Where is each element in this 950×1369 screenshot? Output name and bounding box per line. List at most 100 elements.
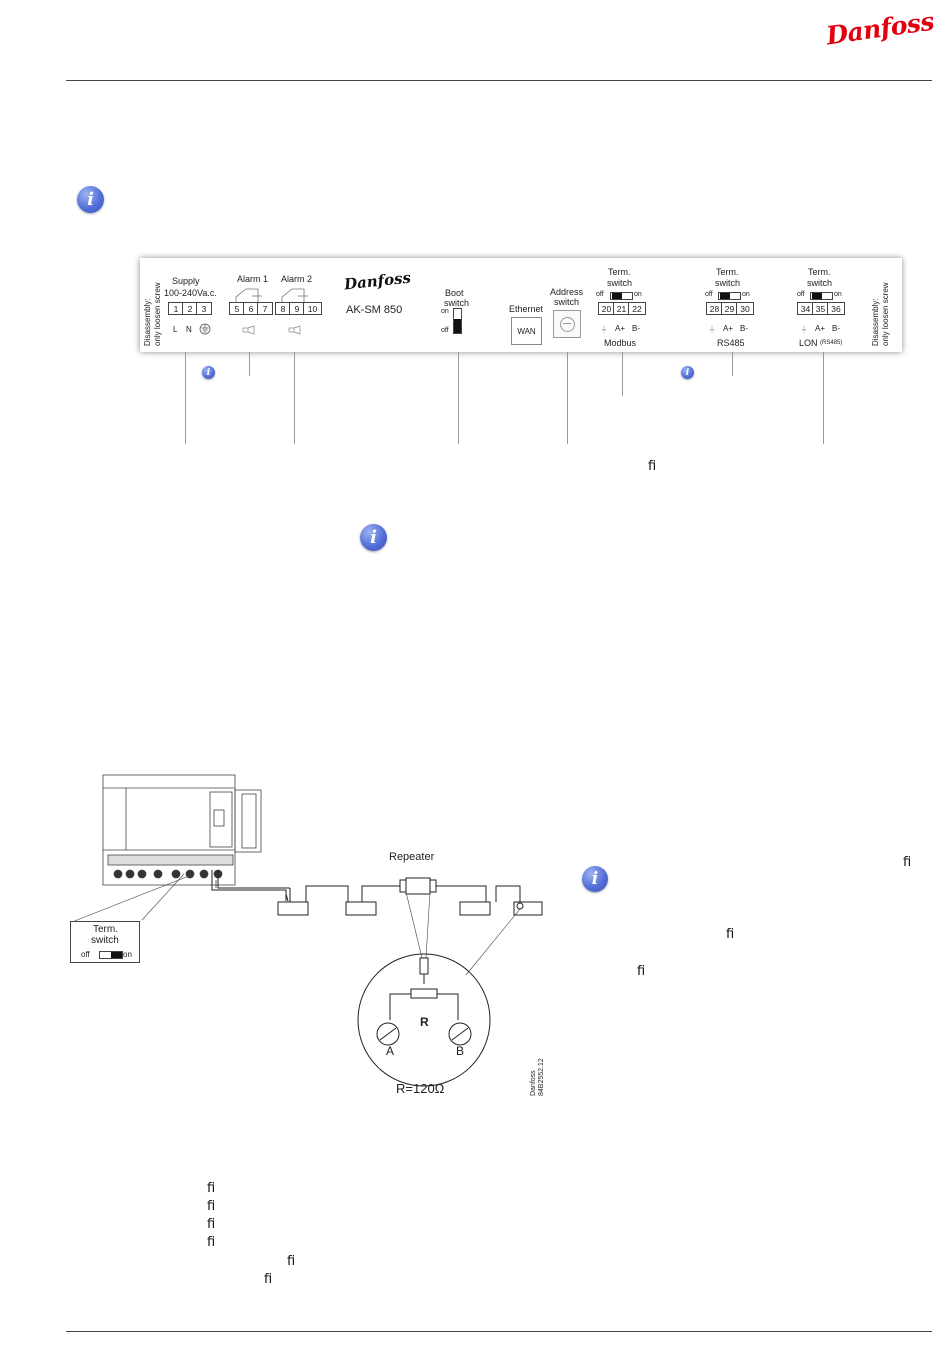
ligature-glyph: ﬁ: [287, 1254, 296, 1269]
terminal-22: 22: [632, 303, 642, 314]
rs485-pin-b: B-: [740, 324, 748, 333]
modbus-terminal-block: 20 21 22: [598, 302, 646, 315]
alarm1-horn-icon: [242, 325, 255, 335]
lon-terminal-block: 34 35 36: [797, 302, 845, 315]
callout-on-label: on: [123, 950, 132, 959]
info-icon: i: [202, 366, 215, 379]
rs485-label: RS485: [717, 338, 745, 348]
lon-pin-a: A+: [815, 324, 826, 333]
alarm1-terminal-block: 5 6 7: [229, 302, 273, 315]
leader-rs485: [732, 352, 733, 376]
wan-port: WAN: [511, 317, 542, 345]
modbus-term-switch: [610, 292, 633, 300]
disassembly-note-right: Disassembly: only loosen screw: [871, 282, 890, 346]
controller-front-panel: Disassembly: only loosen screw Supply 10…: [140, 258, 902, 352]
alarm2-horn-icon: [288, 325, 301, 335]
ligature-glyph: ﬁ: [903, 855, 912, 870]
rs485-on-label: on: [742, 291, 750, 298]
supply-spec: 100-240Va.c.: [164, 288, 217, 298]
supply-marker-l: L: [173, 325, 178, 334]
rs485-terminal-block: 28 29 30: [706, 302, 754, 315]
terminal-3: 3: [201, 303, 207, 314]
terminal-9: 9: [294, 303, 300, 314]
leader-alarm2: [294, 352, 295, 444]
modbus-off-label: off: [596, 291, 604, 298]
rs485-shield-icon: ⏚: [708, 325, 716, 334]
terminal-29: 29: [724, 303, 735, 314]
terminal-34: 34: [800, 303, 811, 314]
boot-switch-title-1: Boot: [445, 288, 464, 298]
ligature-glyph: ﬁ: [637, 964, 646, 979]
ligature-glyph: ﬁ: [264, 1272, 273, 1287]
terminal-20: 20: [601, 303, 612, 314]
modbus-term-title-2: switch: [607, 278, 633, 288]
footer-rule: [66, 1331, 932, 1332]
rs485-off-label: off: [705, 291, 713, 298]
lon-sublabel: (RS485): [820, 340, 843, 346]
lon-pin-b: B-: [832, 324, 840, 333]
ligature-glyph: ﬁ: [207, 1181, 216, 1196]
lon-shield-icon: ⏚: [800, 325, 808, 334]
alarm2-terminal-block: 8 9 10: [275, 302, 322, 315]
modbus-pin-b: B-: [632, 324, 640, 333]
boot-on-label: on: [441, 308, 449, 315]
danfoss-logo: Danfoss: [824, 6, 936, 51]
earth-icon: [199, 323, 211, 335]
model-label: AK-SM 850: [346, 304, 403, 316]
callout-term-title-1: Term.: [93, 924, 118, 935]
network-wiring-diagram: [71, 774, 543, 1087]
terminal-30: 30: [740, 303, 750, 314]
header-rule: [66, 80, 932, 81]
lon-term-switch: [810, 292, 833, 300]
rs485-pin-a: A+: [723, 324, 734, 333]
terminal-b-label: B: [456, 1044, 465, 1058]
alarm1-title: Alarm 1: [237, 274, 269, 284]
supply-terminal-block: 1 2 3: [168, 302, 212, 315]
term-switch-callout: Term. switch off on: [70, 921, 140, 963]
info-icon: i: [77, 186, 104, 213]
ligature-glyph: ﬁ: [648, 459, 657, 474]
rs485-term-title-1: Term.: [716, 267, 739, 277]
alarm2-title: Alarm 2: [281, 274, 313, 284]
leader-alarm1: [249, 352, 250, 376]
leader-supply: [185, 352, 186, 444]
info-icon: i: [681, 366, 694, 379]
leader-address: [567, 352, 568, 444]
ligature-glyph: ﬁ: [726, 927, 735, 942]
disassembly-note-left: Disassembly: only loosen screw: [143, 282, 162, 346]
address-switch-title-2: switch: [554, 297, 580, 307]
ligature-glyph: ﬁ: [207, 1217, 216, 1232]
terminal-2: 2: [187, 303, 193, 314]
ligature-glyph: ﬁ: [207, 1199, 216, 1214]
terminal-8: 8: [280, 303, 286, 314]
lon-term-title-1: Term.: [808, 267, 831, 277]
callout-term-switch: [99, 951, 123, 959]
leader-lon: [823, 352, 824, 444]
terminal-7: 7: [262, 303, 268, 314]
ethernet-title: Ethernet: [509, 304, 544, 314]
resistance-value: R=120Ω: [396, 1081, 445, 1096]
terminal-21: 21: [616, 303, 627, 314]
resistor-label: R: [420, 1015, 429, 1029]
address-switch-title-1: Address: [550, 287, 584, 297]
panel-danfoss-logo: Danfoss: [343, 268, 412, 294]
supply-marker-n: N: [186, 325, 192, 334]
leader-modbus: [622, 352, 623, 396]
lon-off-label: off: [797, 291, 805, 298]
alarm2-relay-icon: [281, 288, 308, 302]
figure-code: Danfoss 84B2552.12: [530, 1058, 545, 1096]
alarm1-relay-icon: [235, 288, 262, 302]
terminal-6: 6: [248, 303, 254, 314]
terminal-10: 10: [307, 303, 318, 314]
callout-off-label: off: [81, 950, 90, 959]
lon-on-label: on: [834, 291, 842, 298]
info-icon: i: [360, 524, 387, 551]
terminal-36: 36: [831, 303, 841, 314]
modbus-label: Modbus: [604, 338, 637, 348]
address-switch: [553, 310, 581, 338]
modbus-pin-a: A+: [615, 324, 626, 333]
terminal-35: 35: [815, 303, 826, 314]
terminal-5: 5: [234, 303, 240, 314]
modbus-on-label: on: [634, 291, 642, 298]
rs485-term-title-2: switch: [715, 278, 741, 288]
